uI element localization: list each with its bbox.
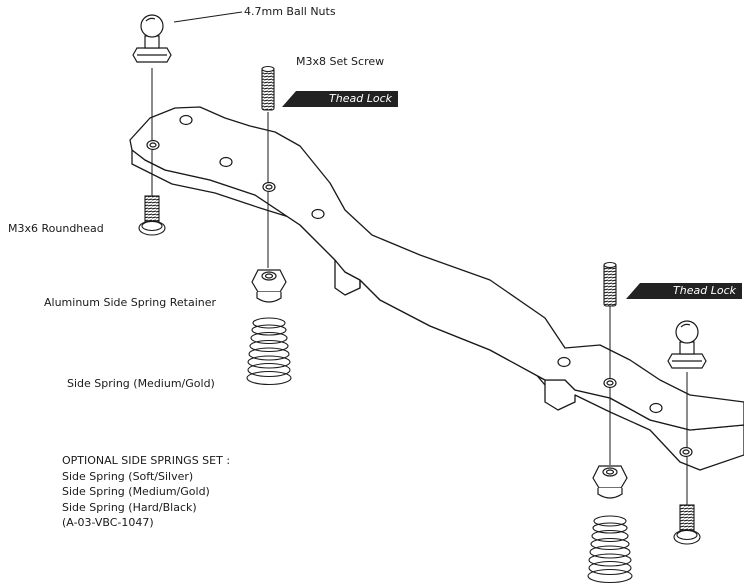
- brace-plate: [129, 106, 744, 471]
- label-ball-nuts: 4.7mm Ball Nuts: [244, 5, 336, 18]
- optional-set-item: Side Spring (Soft/Silver): [62, 469, 194, 483]
- thread-lock-tag-left: Thead Lock: [282, 91, 398, 107]
- spring-retainer-left: [251, 269, 287, 303]
- thread-lock-tag-right: Thead Lock: [626, 283, 742, 299]
- optional-set-title: OPTIONAL SIDE SPRINGS SET :: [62, 454, 231, 467]
- optional-set-item: Side Spring (Hard/Black): [62, 500, 197, 514]
- plate-holes: [146, 114, 693, 458]
- ball-nut-left: [132, 14, 172, 63]
- label-side-spring: Side Spring (Medium/Gold): [67, 377, 215, 390]
- optional-set-part-number: (A-03-VBC-1047): [62, 516, 154, 529]
- ball-nut-right: [667, 320, 707, 369]
- set-screw-right: [603, 261, 617, 307]
- thread-lock-text-right: Thead Lock: [673, 284, 736, 297]
- label-retainer: Aluminum Side Spring Retainer: [44, 296, 217, 309]
- side-spring-left: [246, 317, 292, 386]
- spring-retainer-right: [592, 465, 628, 499]
- roundhead-screw-left: [138, 195, 166, 236]
- label-set-screw: M3x8 Set Screw: [296, 55, 385, 68]
- label-roundhead: M3x6 Roundhead: [8, 222, 104, 235]
- roundhead-screw-right: [673, 504, 701, 545]
- assembly-axis-lines: [151, 11, 688, 505]
- thread-lock-text-left: Thead Lock: [329, 92, 392, 105]
- set-screw-left: [261, 65, 275, 111]
- side-spring-right: [587, 515, 633, 584]
- optional-set-item: Side Spring (Medium/Gold): [62, 485, 210, 498]
- optional-springs-set: OPTIONAL SIDE SPRINGS SET : Side Spring …: [62, 453, 230, 531]
